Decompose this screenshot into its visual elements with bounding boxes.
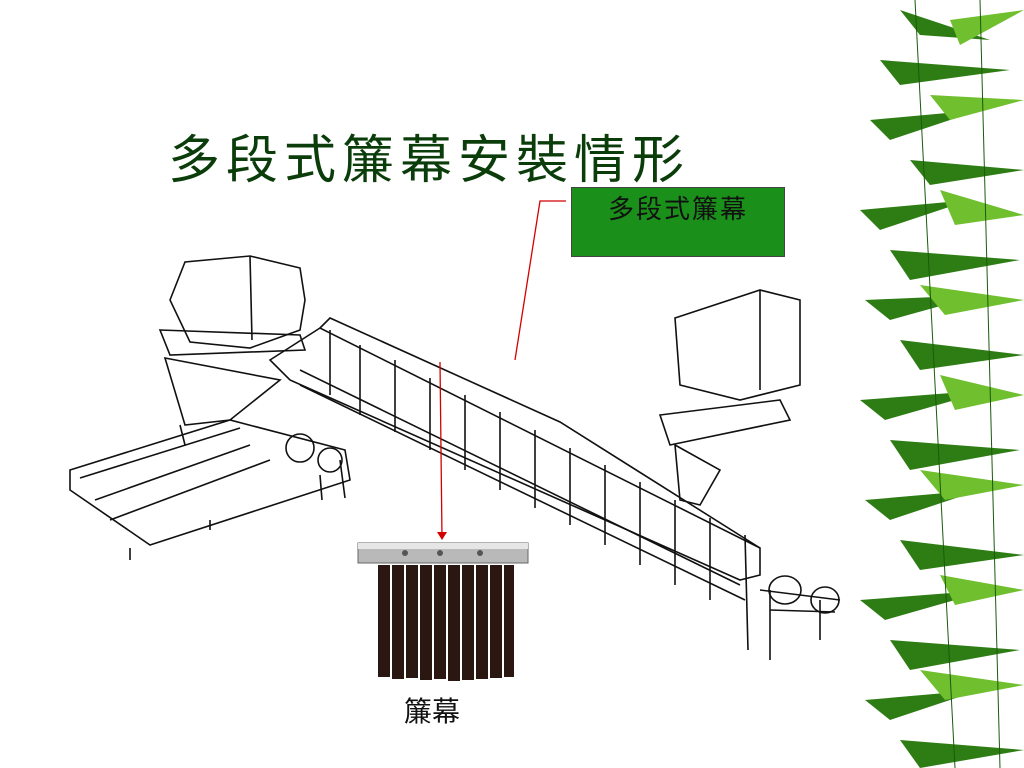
callout-label: 多段式簾幕 — [607, 194, 748, 225]
conveyor-diagram-icon — [69, 200, 841, 660]
slide-title: 多段式簾幕安裝情形 — [168, 131, 691, 191]
bamboo-decoration-icon — [860, 0, 1024, 768]
callout-box: 多段式簾幕 — [571, 187, 785, 257]
curtain-photo-icon — [357, 542, 529, 681]
curtain-caption: 簾幕 — [404, 695, 461, 728]
